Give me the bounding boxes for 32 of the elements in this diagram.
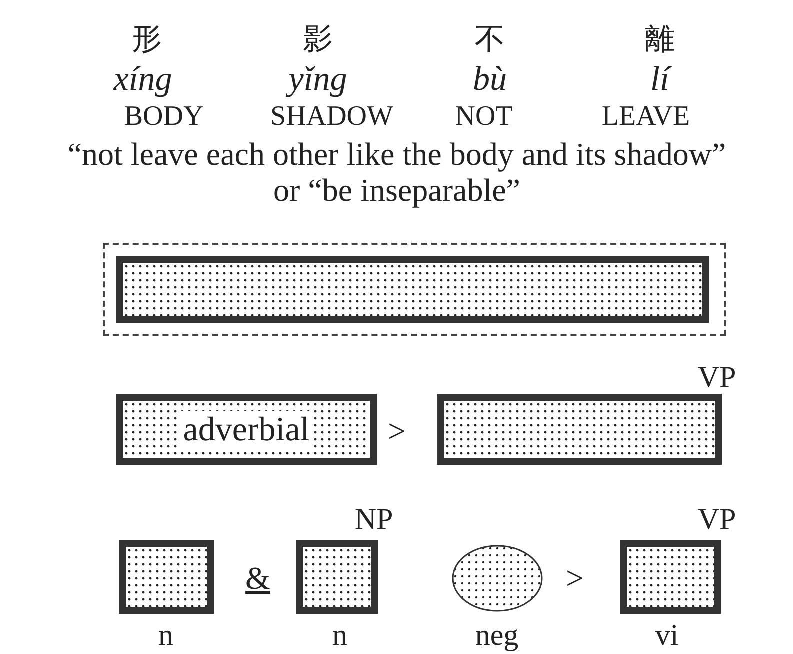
pinyin-label: bù: [473, 63, 507, 97]
chinese-character: 形: [132, 25, 162, 55]
gloss-label: SHADOW: [270, 103, 394, 131]
stippled-box: [296, 540, 378, 614]
pinyin-label: lí: [650, 63, 670, 97]
relation-symbol: >: [566, 562, 584, 594]
chinese-character: 離: [645, 25, 675, 55]
category-label: NP: [354, 505, 394, 535]
category-label: n: [158, 621, 174, 651]
category-label: neg: [475, 621, 519, 651]
chinese-character: 不: [475, 25, 505, 55]
category-label: n: [332, 621, 348, 651]
stippled-box: [116, 256, 709, 323]
translation-text: or “be inseparable”: [274, 174, 520, 206]
pinyin-label: xíng: [114, 63, 172, 97]
category-label: VP: [698, 363, 736, 393]
stippled-box: [119, 540, 214, 614]
pinyin-label: yǐng: [288, 63, 348, 97]
gloss-label: LEAVE: [602, 103, 690, 131]
category-label: VP: [698, 505, 736, 535]
stippled-box: [620, 540, 721, 614]
relation-symbol: &: [246, 562, 270, 594]
chinese-character: 影: [303, 25, 333, 55]
gloss-label: BODY: [124, 103, 204, 131]
stippled-ellipse: [452, 545, 543, 612]
stippled-box: [116, 394, 377, 465]
stippled-box: [437, 394, 722, 465]
category-label: vi: [655, 621, 679, 651]
relation-symbol: >: [388, 415, 406, 447]
translation-text: “not leave each other like the body and its shadow”: [68, 138, 726, 170]
dashed-frame: [103, 243, 726, 336]
gloss-label: NOT: [455, 103, 513, 131]
